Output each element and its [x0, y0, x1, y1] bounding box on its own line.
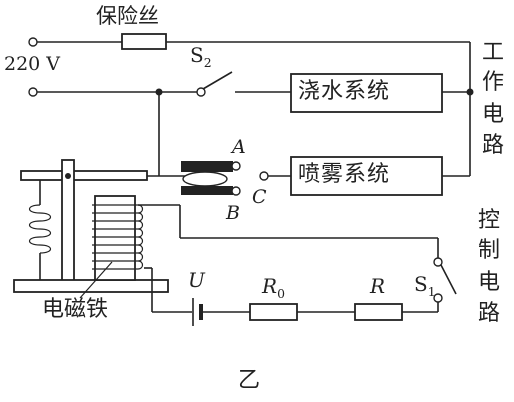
contact-c-terminal — [259, 171, 269, 181]
armature-pivot — [65, 173, 71, 179]
control-circuit-char-2: 制 — [478, 238, 501, 263]
working-circuit-char-3: 电 — [482, 102, 505, 127]
relay-armature-bar — [20, 170, 148, 181]
junction-dot-right — [466, 88, 474, 96]
contact-c-label: C — [252, 186, 267, 208]
control-circuit-char-1: 控 — [478, 208, 501, 233]
figure-caption: 乙 — [238, 368, 261, 393]
contact-a-terminal — [231, 161, 241, 171]
electromagnet-core — [94, 195, 136, 281]
contact-a-label: A — [232, 136, 246, 158]
contact-b-terminal — [231, 186, 241, 196]
watering-system-box — [290, 73, 443, 113]
watering-system-label: 浇水系统 — [298, 79, 391, 104]
fuse — [121, 33, 167, 50]
battery-label: U — [188, 268, 205, 292]
resistor-r0 — [249, 303, 298, 321]
contact-a-block — [181, 161, 233, 172]
relay-pivot-post — [61, 159, 75, 289]
working-circuit-char-4: 路 — [482, 133, 505, 158]
control-circuit-char-4: 路 — [478, 301, 501, 326]
electromagnet-coil — [92, 204, 144, 270]
supply-terminal-top — [28, 37, 38, 47]
spring — [28, 204, 52, 254]
resistor-r-label: R — [370, 274, 386, 298]
switch-s1-blade — [440, 264, 457, 295]
voltage-label: 220 V — [4, 53, 61, 75]
spray-system-label: 喷雾系统 — [298, 162, 391, 187]
resistor-r — [354, 303, 403, 321]
working-circuit-char-1: 工 — [482, 40, 505, 65]
electromagnet-label: 电磁铁 — [42, 297, 109, 322]
contact-b-label: B — [226, 202, 240, 224]
switch-s2-pivot — [196, 87, 206, 97]
switch-s1-label: S1 — [414, 272, 436, 299]
switch-s1-terminal-top — [433, 257, 443, 267]
electromagnet-pointer — [79, 261, 113, 299]
moving-contact — [182, 171, 228, 187]
contact-b-block — [181, 186, 233, 195]
switch-s2-label: S2 — [190, 43, 212, 70]
switch-s2-blade — [202, 71, 233, 90]
control-circuit-char-3: 电 — [478, 270, 501, 295]
supply-terminal-bottom — [28, 87, 38, 97]
fuse-label: 保险丝 — [96, 4, 159, 28]
resistor-r0-label: R0 — [262, 274, 285, 301]
working-circuit-char-2: 作 — [482, 70, 505, 95]
